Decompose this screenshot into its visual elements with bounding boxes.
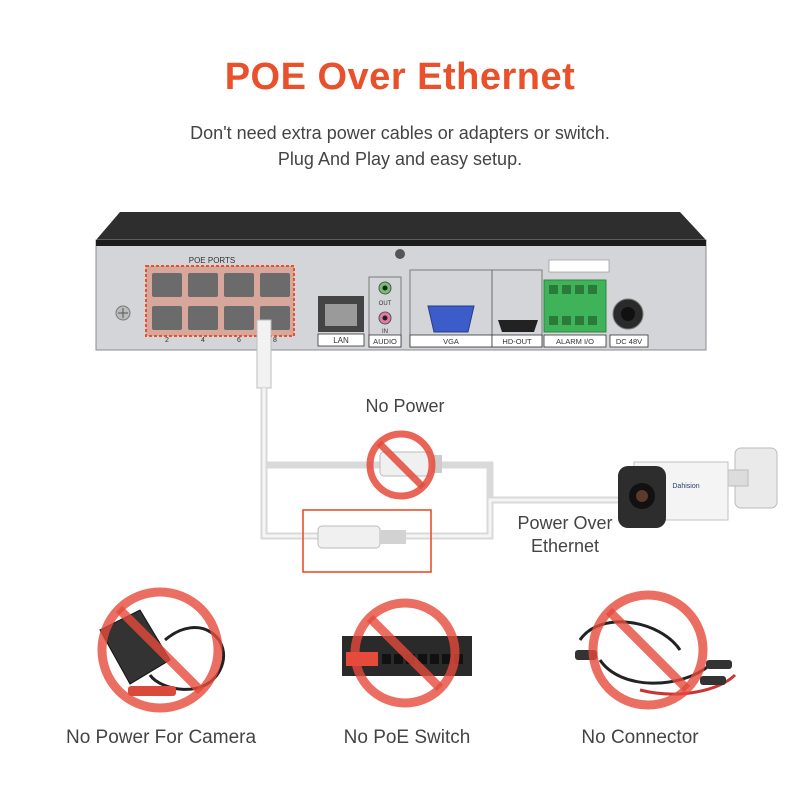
poe-switch-crossed <box>342 598 472 708</box>
bullet-camera: Dahision <box>618 447 778 528</box>
alarm-label: ALARM I/O <box>556 337 594 346</box>
page-subtitle: Don't need extra power cables or adapter… <box>0 120 800 172</box>
no-sign-icon <box>588 590 708 710</box>
no-power-label: No Power <box>365 396 445 416</box>
subtitle-line-2: Plug And Play and easy setup. <box>277 149 523 169</box>
rj45-plug <box>256 319 272 389</box>
poe-label-line-1: Power Over <box>517 513 613 533</box>
no-sign-icon <box>97 587 223 713</box>
port-number: 6 <box>237 337 241 344</box>
poe-port <box>260 273 290 297</box>
no-connector-label: No Connector <box>581 727 699 748</box>
vga-port <box>427 305 475 333</box>
audio-in-label: IN <box>382 329 388 335</box>
splitter-connector-crossed <box>575 590 737 710</box>
port-number: 4 <box>201 337 205 344</box>
port-number: 2 <box>165 337 169 344</box>
dc-plug-crossed <box>366 430 442 500</box>
vga-label: VGA <box>443 337 459 346</box>
nvr-device: POE PORTS 2 4 6 8 LAN OUT IN <box>95 212 707 351</box>
no-sign-icon <box>366 430 436 500</box>
hdout-label: HD-OUT <box>502 337 532 346</box>
subtitle-line-1: Don't need extra power cables or adapter… <box>190 123 610 143</box>
camera-brand: Dahision <box>672 483 699 490</box>
poe-label-line-2: Ethernet <box>530 536 600 556</box>
poe-port <box>224 273 254 297</box>
poe-ports-label: POE PORTS <box>189 256 236 265</box>
nvr-top-case <box>96 212 706 240</box>
no-power-for-camera-label: No Power For Camera <box>65 727 257 748</box>
poe-label: Power Over Ethernet <box>490 512 640 558</box>
poe-connector-highlight <box>302 509 432 573</box>
audio-label: AUDIO <box>373 337 397 346</box>
port-number: 8 <box>273 337 277 344</box>
poe-port <box>152 273 182 297</box>
poe-port <box>224 306 254 330</box>
poe-port <box>188 273 218 297</box>
no-sign-icon <box>350 598 460 708</box>
power-adapter-crossed <box>97 587 226 713</box>
page-title: POE Over Ethernet <box>224 56 576 98</box>
no-poe-switch-label: No PoE Switch <box>343 727 471 748</box>
panel-screw <box>395 249 405 259</box>
hdmi-port <box>498 320 538 332</box>
dc-label: DC 48V <box>616 337 642 346</box>
lan-label: LAN <box>333 336 349 345</box>
poe-port <box>188 306 218 330</box>
poe-port <box>152 306 182 330</box>
ethernet-cable <box>256 319 630 540</box>
audio-out-label: OUT <box>379 301 392 307</box>
